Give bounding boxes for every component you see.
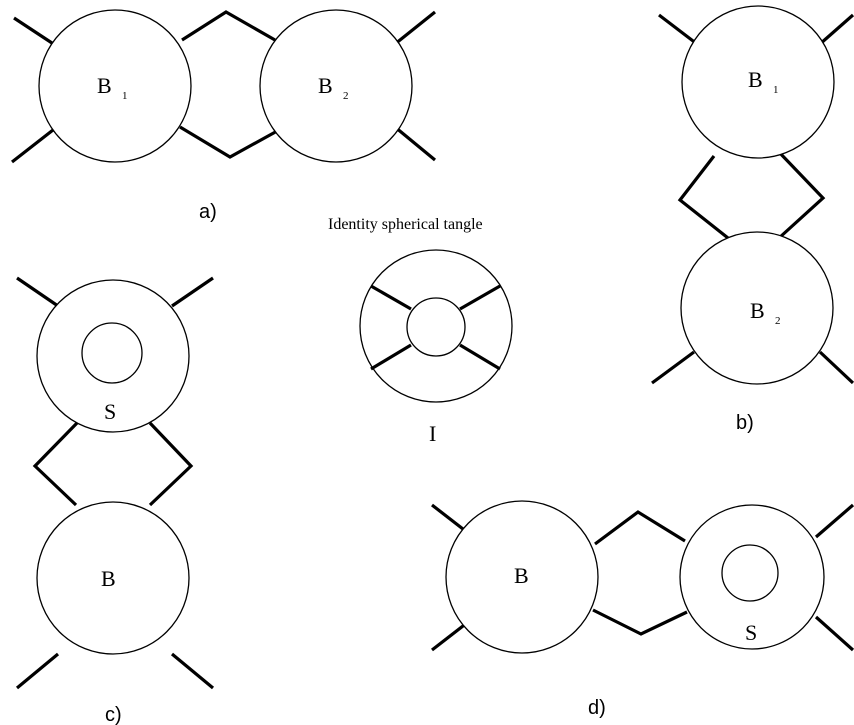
panel-c-connector-left (32, 421, 79, 507)
identity-strand-bottom-right (459, 343, 501, 371)
identity-strand-bottom-left (370, 343, 412, 371)
panel-d-connector-top (594, 510, 686, 546)
panel-d-strand-right-bottom (814, 615, 854, 652)
panel-c-strand-bottom-right (170, 652, 215, 690)
panel-b-ball-2-index: 2 (775, 315, 781, 327)
identity-inner-sphere (406, 297, 466, 357)
panel-b-strand-bottom-right (818, 350, 854, 385)
panel-c-strand-top-right (171, 276, 214, 308)
panel-c-strand-top-left (16, 276, 59, 308)
panel-c-ball-b (36, 501, 190, 655)
panel-b-strand-top-left (658, 13, 698, 46)
panel-c-ball-s-label: S (104, 399, 116, 424)
panel-a-strand-left-top (13, 16, 56, 47)
panel-b-ball-2-letter: B (750, 298, 765, 323)
panel-d-ball-b-label: B (514, 563, 529, 588)
panel-b-strand-top-right (818, 13, 854, 46)
diagram-title: Identity spherical tangle (328, 216, 483, 233)
panel-a-strand-right-bottom (393, 125, 437, 162)
panel-b-strand-bottom-left (651, 350, 695, 385)
panel-d-inner-sphere (721, 544, 779, 602)
panel-a-ball-2 (259, 9, 413, 163)
panel-a-ball-1-index: 1 (122, 90, 128, 102)
panel-b-connector-left (677, 155, 729, 240)
panel-c-inner-sphere (81, 322, 143, 384)
panel-a-ball-2-index: 2 (343, 90, 349, 102)
panel-a-ball-2-letter: B (318, 73, 333, 98)
panel-d-caption: d) (588, 697, 606, 719)
panel-a-strand-right-top (394, 10, 436, 46)
panel-d-connector-bottom (592, 608, 688, 636)
panel-a-caption: a) (199, 201, 217, 223)
panel-a-ball-1-letter: B (97, 73, 112, 98)
panel-c-connector-right (148, 421, 194, 507)
panel-d-strand-right-top (814, 503, 854, 539)
panel-d-ball-s-label: S (745, 620, 757, 645)
identity-tangle: Identity spherical tangle I (328, 216, 513, 446)
panel-b-connector-right (775, 148, 826, 240)
panel-c-ball-b-label: B (101, 566, 116, 591)
panel-c-strand-bottom-left (15, 652, 60, 690)
identity-strand-top-right (459, 284, 501, 311)
panel-a-strand-left-bottom (11, 128, 54, 164)
panel-a-connector-bottom (179, 125, 280, 159)
panel-a-ball-1 (38, 9, 192, 163)
panel-c: S B c) (15, 276, 215, 725)
panel-b-ball-1-letter: B (748, 67, 763, 92)
identity-strand-top-left (370, 284, 412, 311)
panel-b-ball-1 (681, 5, 835, 159)
panel-b-ball-1-index: 1 (773, 84, 779, 96)
panel-b-caption: b) (736, 412, 754, 434)
panel-c-caption: c) (105, 704, 122, 725)
panel-d-ball-b (445, 500, 599, 654)
panel-a: B 1 B 2 a) (11, 9, 437, 223)
panel-b-ball-2 (680, 231, 834, 385)
identity-label: I (429, 421, 436, 446)
panel-d: B S d) (431, 500, 854, 719)
panel-a-connector-top (181, 10, 276, 42)
panel-b: B 1 B 2 b) (651, 5, 854, 434)
